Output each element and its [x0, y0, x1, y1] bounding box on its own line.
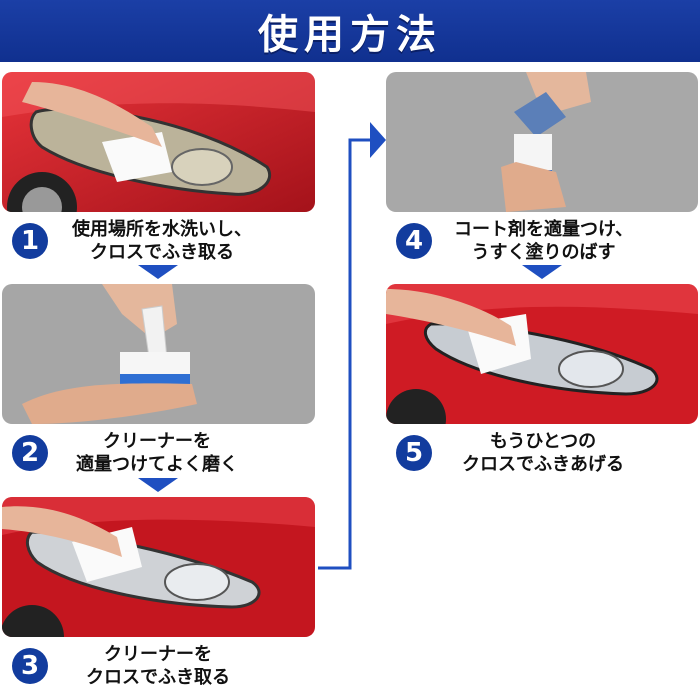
down-arrow-icon [522, 265, 562, 279]
step-caption: もうひとつの クロスでふきあげる [462, 430, 624, 476]
step-5: 5 もうひとつの クロスでふきあげる [396, 430, 624, 476]
step-caption: 使用場所を水洗いし、 クロスでふき取る [72, 218, 252, 264]
step-caption: コート剤を適量つけ、 うすく塗りのばす [454, 218, 633, 264]
step-number-badge: 4 [396, 223, 432, 259]
caption-line-2: 適量つけてよく磨く [76, 454, 238, 475]
step3-photo [2, 497, 315, 637]
step-caption: クリーナーを 適量つけてよく磨く [76, 430, 238, 476]
caption-line-1: クリーナーを [104, 644, 212, 665]
page-title: 使用方法 [258, 12, 442, 58]
step-number-badge: 2 [12, 435, 48, 471]
caption-line-2: クロスでふき取る [90, 242, 234, 263]
caption-line-1: もうひとつの [489, 431, 597, 452]
caption-line-2: クロスでふき取る [86, 667, 230, 688]
title-banner: 使用方法 [0, 0, 700, 62]
down-arrow-icon [138, 265, 178, 279]
step-number-badge: 3 [12, 648, 48, 684]
step-caption: クリーナーを クロスでふき取る [86, 643, 230, 689]
step-2: 2 クリーナーを 適量つけてよく磨く [12, 430, 238, 476]
step5-photo [386, 284, 698, 424]
step-4: 4 コート剤を適量つけ、 うすく塗りのばす [396, 218, 633, 264]
step-number-badge: 1 [12, 223, 48, 259]
step4-photo [386, 72, 698, 212]
down-arrow-icon [138, 478, 178, 492]
flow-arrow-icon [370, 122, 386, 158]
caption-line-1: クリーナーを [103, 431, 211, 452]
caption-line-1: コート剤を適量つけ、 [454, 219, 634, 240]
step-3: 3 クリーナーを クロスでふき取る [12, 643, 230, 689]
caption-line-2: クロスでふきあげる [462, 454, 624, 475]
step2-photo [2, 284, 315, 424]
caption-line-2: うすく塗りのばす [471, 242, 616, 263]
step-number-badge: 5 [396, 435, 432, 471]
caption-line-1: 使用場所を水洗いし、 [72, 219, 252, 240]
step-1: 1 使用場所を水洗いし、 クロスでふき取る [12, 218, 252, 264]
step1-photo [2, 72, 315, 212]
